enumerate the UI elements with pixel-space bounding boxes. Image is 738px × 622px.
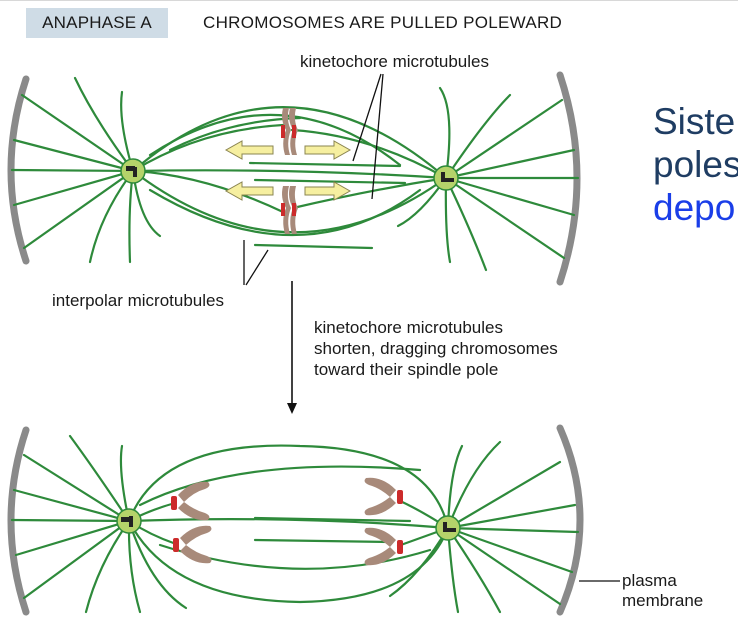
plasma-membrane-label-line2: membrane (622, 591, 704, 610)
bottom-left-chromosome-lower (173, 525, 212, 564)
arrow-left-upper (224, 140, 274, 160)
plasma-membrane-label-line1: plasma (622, 571, 677, 590)
shorten-arrow (287, 281, 297, 414)
arrow-right-upper (304, 140, 352, 160)
kinetochore-label-pointers (352, 73, 384, 200)
bottom-right-centrosome (435, 515, 461, 541)
phase-tag: ANAPHASE A (26, 8, 168, 38)
top-divider (0, 0, 738, 1)
membrane-left-bottom (7, 426, 30, 616)
bottom-left-centrosome (116, 508, 142, 534)
plasma-membrane-label: plasma membrane (622, 571, 703, 611)
bottom-panel (7, 424, 584, 616)
arrow-right-lower (304, 181, 352, 201)
poleward-arrows (224, 140, 352, 201)
interpolar-label-pointers (243, 240, 269, 286)
step-caption: kinetochore microtubules shorten, draggi… (314, 317, 558, 380)
top-panel (7, 71, 581, 286)
step-caption-line2: shorten, dragging chromosomes (314, 339, 558, 358)
slide-text-line3: depo (653, 187, 736, 228)
bottom-right-chromosome-lower (364, 527, 403, 566)
membrane-right-bottom (556, 424, 584, 616)
top-left-centrosome (120, 158, 146, 184)
step-caption-line3: toward their spindle pole (314, 360, 499, 379)
bottom-right-chromosome-upper (364, 477, 403, 516)
interpolar-microtubules-label: interpolar microtubules (52, 291, 224, 310)
top-right-centrosome (433, 165, 459, 191)
slide-text-fragment: Siste poles depo (653, 100, 738, 229)
top-chromosome-lower (281, 186, 298, 234)
kinetochore-microtubules-label: kinetochore microtubules (300, 52, 489, 71)
slide-text-line1: Siste (653, 101, 736, 142)
arrow-left-lower (224, 181, 274, 201)
slide-text-line2: poles (653, 144, 738, 185)
step-caption-line1: kinetochore microtubules (314, 318, 503, 337)
bottom-left-chromosome-upper (171, 481, 210, 521)
top-chromosome-upper (281, 108, 298, 155)
diagram-title: CHROMOSOMES ARE PULLED POLEWARD (203, 13, 563, 32)
